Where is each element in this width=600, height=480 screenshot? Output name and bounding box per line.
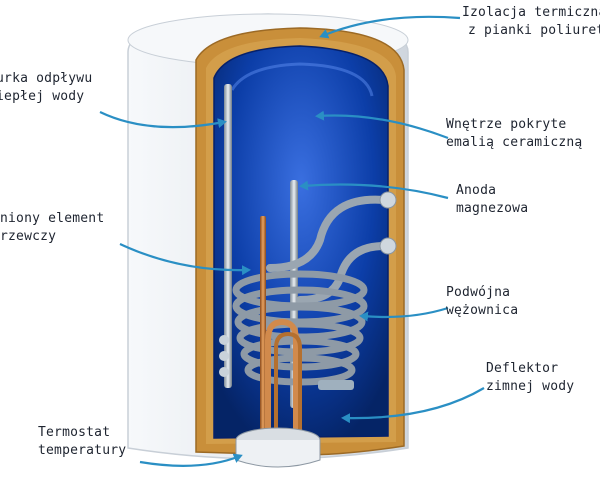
leader-heating bbox=[119, 243, 251, 276]
leader-thermostat bbox=[139, 453, 243, 467]
label-coil-line2: wężownica bbox=[446, 303, 519, 318]
heating-element bbox=[260, 216, 302, 430]
label-coil: Podwójna wężownica bbox=[446, 284, 518, 320]
leader-lines bbox=[99, 15, 485, 467]
label-insulation-line1: Izolacja termiczna bbox=[462, 5, 600, 20]
thermostat-flange bbox=[235, 427, 321, 468]
hot-water-outlet-pipe bbox=[219, 84, 232, 388]
leader-coil bbox=[359, 306, 449, 322]
label-anode-line2: magnezowa bbox=[456, 201, 529, 216]
label-interior: Wnętrze pokryte emalią ceramiczną bbox=[446, 116, 582, 152]
label-deflector-line1: Deflektor bbox=[486, 361, 559, 376]
label-deflector-line2: zimnej wody bbox=[486, 379, 575, 394]
leader-anode bbox=[299, 180, 449, 200]
label-anode-line1: Anoda bbox=[456, 183, 497, 198]
leader-outlet bbox=[99, 111, 227, 129]
label-thermostat: Termostat temperatury bbox=[38, 424, 126, 460]
label-insulation: Izolacja termiczna z pianki poliuretan bbox=[462, 4, 600, 40]
label-heating-line1: niony element bbox=[0, 211, 105, 226]
label-heating-line2: rzewczy bbox=[0, 229, 57, 244]
label-anode: Anoda magnezowa bbox=[456, 182, 528, 218]
label-coil-line1: Podwójna bbox=[446, 285, 511, 300]
label-interior-line1: Wnętrze pokryte bbox=[446, 117, 567, 132]
label-thermostat-line1: Termostat bbox=[38, 425, 111, 440]
label-outlet-line2: ciepłej wody bbox=[0, 89, 85, 104]
leader-deflector bbox=[341, 387, 485, 424]
label-outlet-line1: rurka odpływu bbox=[0, 71, 93, 86]
leader-interior bbox=[315, 110, 449, 140]
leader-insulation bbox=[319, 15, 461, 39]
label-thermostat-line2: temperatury bbox=[38, 443, 127, 458]
cold-water-deflector bbox=[318, 380, 354, 390]
label-interior-line2: emalią ceramiczną bbox=[446, 135, 583, 150]
label-outlet: rurka odpływu ciepłej wody bbox=[0, 70, 92, 106]
label-deflector: Deflektor zimnej wody bbox=[486, 360, 574, 396]
label-insulation-line2: z pianki poliuretan bbox=[468, 23, 600, 38]
label-heating-element: niony element rzewczy bbox=[0, 210, 104, 246]
tank-interior bbox=[213, 45, 389, 439]
